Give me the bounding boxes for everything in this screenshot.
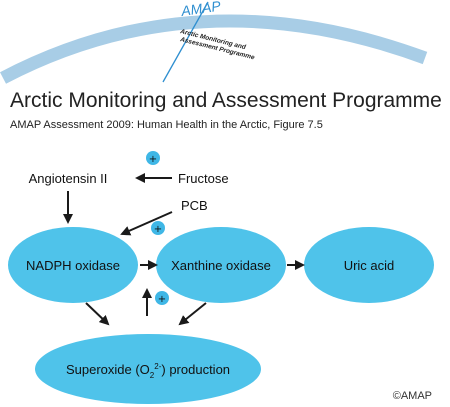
svg-text:+: +	[154, 224, 162, 235]
superoxide-label: Superoxide (O22-) production	[66, 362, 230, 380]
arrow-xanthine-to-superoxide	[178, 302, 207, 326]
svg-text:+: +	[158, 294, 166, 305]
arrow-pcb-to-nadph	[120, 211, 173, 236]
uric-acid-node	[304, 227, 434, 303]
figure-caption: AMAP Assessment 2009: Human Health in th…	[10, 119, 323, 131]
fructose-label: Fructose	[178, 171, 229, 186]
xanthine-oxidase-label: Xanthine oxidase	[171, 258, 271, 273]
logo-slash	[162, 1, 209, 83]
plus-badge-superoxide: +	[155, 291, 169, 305]
pcb-label: PCB	[181, 198, 208, 213]
nadph-oxidase-node	[8, 227, 138, 303]
angiotensin-label: Angiotensin II	[29, 171, 108, 186]
xanthine-oxidase-node	[156, 227, 286, 303]
nadph-oxidase-label: NADPH oxidase	[26, 258, 120, 273]
page-title: Arctic Monitoring and Assessment Program…	[10, 89, 442, 112]
copyright-notice: ©AMAP	[392, 390, 432, 402]
arrow-nadph-to-superoxide	[85, 302, 110, 326]
plus-badge-fructose: +	[146, 151, 160, 165]
amap-logo: AMAP Arctic Monitoring and Assessment Pr…	[0, 0, 428, 84]
uric-acid-label: Uric acid	[344, 258, 395, 273]
logo-arc	[0, 14, 428, 84]
superoxide-node	[35, 334, 261, 404]
logo-acronym: AMAP	[179, 0, 222, 19]
svg-text:+: +	[149, 154, 157, 165]
plus-badge-pcb: +	[151, 221, 165, 235]
